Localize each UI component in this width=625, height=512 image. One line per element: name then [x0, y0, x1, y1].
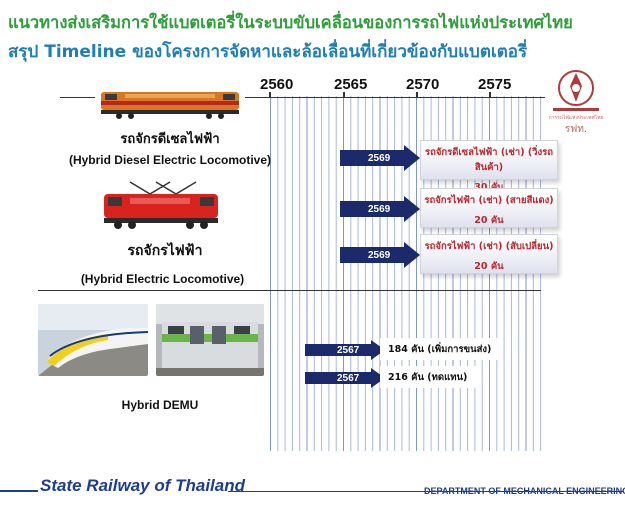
demu-arrow-2: 2567	[305, 368, 385, 388]
electric-arrow-2-year: 2569	[368, 249, 391, 261]
footer-rule-right	[228, 491, 624, 492]
timeline-axis	[60, 97, 545, 98]
logo-org-name: การรถไฟแห่งประเทศไทย	[548, 115, 604, 121]
electric-card-2: รถจักรไฟฟ้า (เช่า) (สับเปลี่ยน) 20 คัน	[420, 234, 558, 274]
diesel-arrow-year: 2569	[368, 152, 391, 164]
electric-card-2-count: 20 คัน	[474, 261, 504, 272]
page-title: แนวทางส่งเสริมการใช้แบตเตอรี่ในระบบขับเค…	[8, 13, 573, 32]
diesel-card-title: รถจักรดีเซลไฟฟ้า (เช่า) (วิ่งรถสินค้า)	[424, 147, 554, 173]
demu-caption: Hybrid DEMU	[121, 398, 199, 412]
demu-image-right	[156, 304, 264, 376]
diesel-caption-th: รถจักรดีเซลไฟฟ้า	[120, 132, 220, 147]
electric-arrow-2: 2569	[340, 242, 420, 268]
tick-2560	[269, 92, 271, 98]
demu-note-2: 216 คัน (ทดแทน)	[380, 366, 476, 388]
diesel-timeline-arrow: 2569	[340, 145, 420, 171]
footer-department: DEPARTMENT OF MECHANICAL ENGINEERING	[424, 486, 625, 496]
footer-rule-left	[0, 490, 38, 492]
demu-note-1: 184 คัน (เพิ่มการขนส่ง)	[380, 338, 498, 360]
electric-arrow-1-year: 2569	[368, 203, 391, 215]
page-subtitle: สรุป Timeline ของโครงการจัดหาและล้อเลื่อ…	[8, 42, 528, 62]
footer-org-name: State Railway of Thailand	[40, 476, 245, 495]
tick-2575	[489, 92, 491, 98]
year-2575: 2575	[478, 76, 512, 93]
electric-card-1-title: รถจักรไฟฟ้า (เช่า) (สายสีแดง)	[424, 195, 554, 206]
electric-card-1-count: 20 คัน	[474, 215, 504, 226]
electric-locomotive-image	[100, 180, 222, 230]
electric-card-2-title: รถจักรไฟฟ้า (เช่า) (สับเปลี่ยน)	[424, 241, 554, 252]
logo-abbrev: รฟท.	[564, 124, 588, 135]
demu-arrow-1: 2567	[305, 340, 385, 360]
diesel-caption-en: (Hybrid Diesel Electric Locomotive)	[68, 153, 272, 167]
demu-arrow-1-year: 2567	[337, 344, 360, 356]
demu-arrow-2-year: 2567	[337, 372, 360, 384]
electric-card-1: รถจักรไฟฟ้า (เช่า) (สายสีแดง) 20 คัน	[420, 188, 558, 228]
tick-2565	[343, 92, 345, 98]
demu-image-left	[38, 304, 148, 376]
logo-text: การรถไฟแห่งประเทศไทย รฟท.	[548, 114, 604, 137]
section-divider	[38, 290, 541, 291]
diesel-card: รถจักรดีเซลไฟฟ้า (เช่า) (วิ่งรถสินค้า) 3…	[420, 140, 558, 193]
electric-arrow-1: 2569	[340, 196, 420, 222]
diesel-card-count: 30 คัน	[421, 180, 557, 195]
srt-logo	[545, 66, 607, 136]
year-2560: 2560	[260, 76, 294, 93]
diesel-locomotive-image	[95, 88, 245, 120]
electric-caption-th: รถจักรไฟฟ้า	[127, 243, 203, 259]
year-2565: 2565	[334, 76, 368, 93]
electric-caption-en: (Hybrid Electric Locomotive)	[80, 272, 245, 286]
tick-2570	[416, 92, 418, 98]
year-2570: 2570	[406, 76, 440, 93]
